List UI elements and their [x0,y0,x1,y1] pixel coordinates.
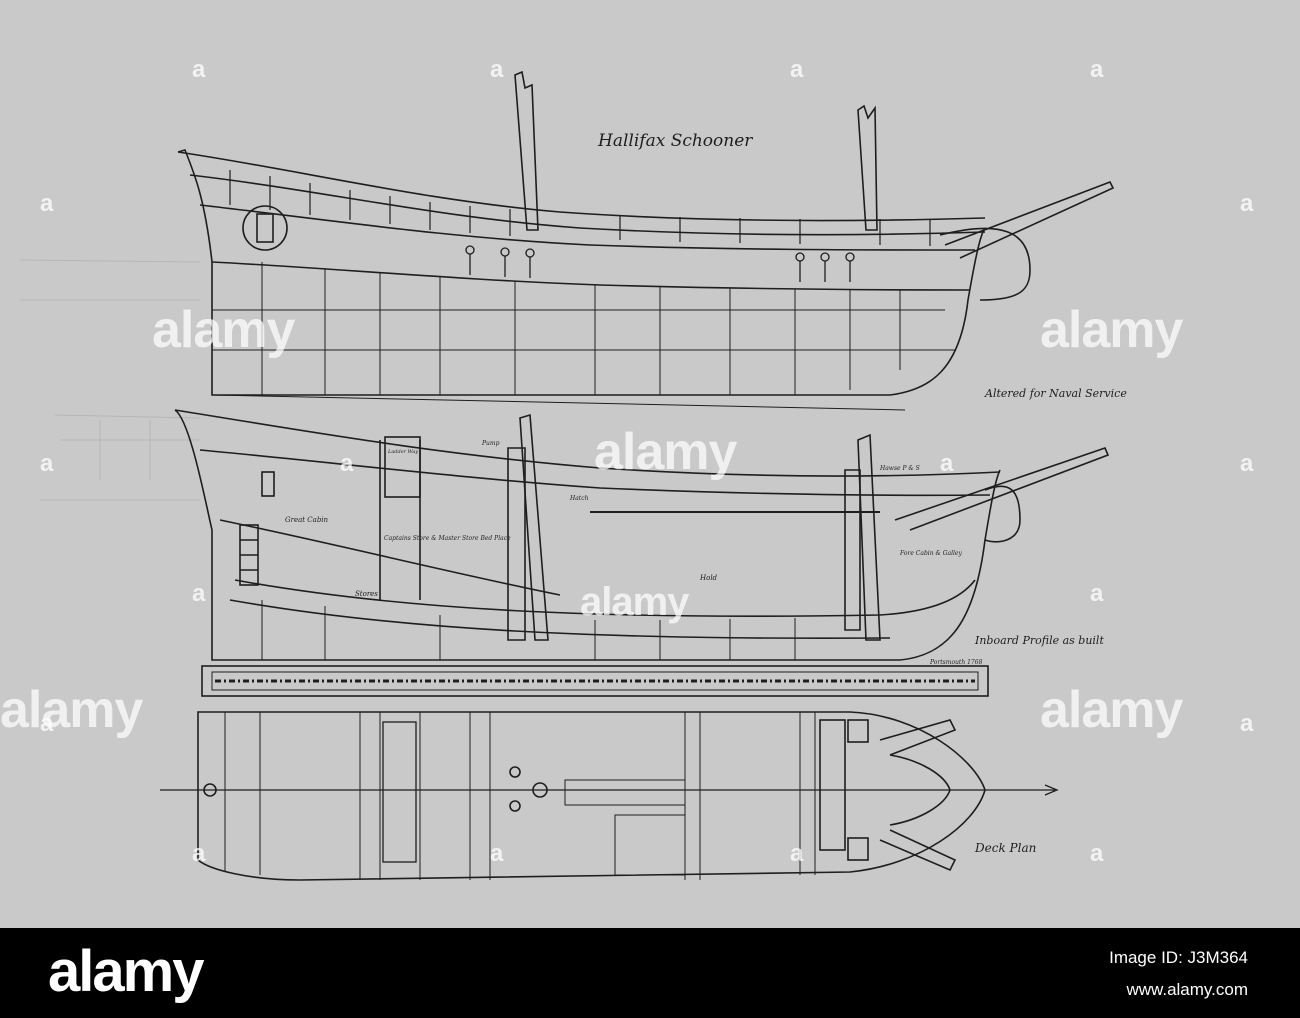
watermark-mark: a [40,450,54,477]
watermark-mark: a [1090,56,1104,83]
watermark-mark: a [192,56,206,83]
watermark: alamy [152,301,295,359]
inboard-profile [174,409,1110,661]
watermark-mark: a [790,56,804,83]
watermark: alamy [594,423,737,481]
footer-bar: alamy Image ID: J3M364 www.alamy.com [0,928,1300,1018]
watermark-mark: a [40,710,54,737]
watermark-mark: a [40,190,54,217]
footer-logo[interactable]: alamy [48,939,204,1004]
watermark-mark: a [940,450,954,477]
hold-label: Hold [699,574,718,582]
watermark-mark: a [790,840,804,867]
watermark-mark: a [1240,450,1254,477]
watermark: alamy [1040,301,1183,359]
watermark-mark: a [340,450,354,477]
image-id-label: Image ID: J3M364 [1109,948,1248,967]
inboard-label: Inboard Profile as built [974,634,1104,647]
fore-cabin-label: Fore Cabin & Galley [899,550,962,557]
watermark-mark: a [1090,840,1104,867]
outboard-profile [177,70,1115,411]
watermark-mark: a [490,840,504,867]
pump-label: Pump [481,440,500,447]
watermark-mark: a [1240,190,1254,217]
portsmouth-label: Portsmouth 1768 [929,659,983,666]
captains-store-label: Captains Store & Master Store Bed Place [384,535,511,542]
faint-background-sketch [19,259,201,501]
altered-label: Altered for Naval Service [984,387,1127,400]
plan-area: Hallifax Schooner Altered for Naval Serv… [0,56,1254,881]
hatch-label: Hatch [569,495,589,502]
watermark-mark: a [192,840,206,867]
watermark-mark: a [490,56,504,83]
watermark: alamy [0,681,143,739]
keel-strip [201,665,989,697]
ship-plan-drawing: Hallifax Schooner Altered for Naval Serv… [19,70,1127,881]
diagram-title: Hallifax Schooner [597,131,753,151]
deck-plan-label: Deck Plan [974,841,1036,855]
deck-plan [160,711,1059,881]
great-cabin-label: Great Cabin [285,516,329,524]
watermark-mark: a [1090,580,1104,607]
watermark-mark: a [192,580,206,607]
watermark-mark: a [1240,710,1254,737]
watermark: alamy [1040,681,1183,739]
footer-url-link[interactable]: www.alamy.com [1126,980,1248,999]
watermark: alamy [580,580,689,624]
stores-label: Stores [355,590,378,598]
ladder-way-label: Ladder Way [387,449,418,455]
hawse-label: Hawse P & S [879,465,920,472]
